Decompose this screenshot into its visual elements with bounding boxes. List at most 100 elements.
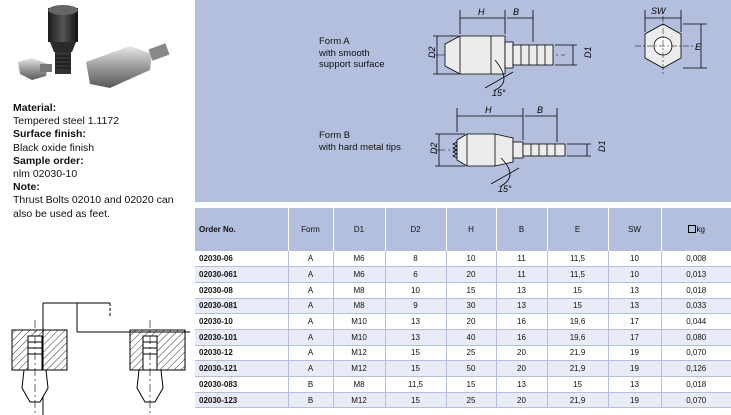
dim-d2-label: D2 — [427, 46, 437, 58]
table-cell: 10 — [608, 251, 662, 268]
dim-e-label: E — [695, 42, 702, 52]
dim-b-label-b: B — [537, 105, 543, 115]
table-cell: 0,126 — [661, 360, 731, 377]
header-weight-label: kg — [696, 225, 705, 234]
table-cell: 0,070 — [661, 392, 731, 409]
table-cell: 02030-083 — [195, 376, 289, 393]
table-cell: 02030-08 — [195, 282, 289, 299]
spec-value: Tempered steel 1.1172 — [13, 115, 120, 128]
table-cell: M8 — [333, 282, 386, 299]
table-cell: M10 — [333, 329, 386, 346]
dim-h-label: H — [478, 7, 485, 17]
table-cell: 02030-121 — [195, 360, 289, 377]
header-d2: D2 — [385, 208, 447, 251]
table-cell: 0,080 — [661, 329, 731, 346]
table-header-row: Order No. Form D1 D2 H B E SW kg — [195, 208, 731, 251]
table-cell: 0,018 — [661, 282, 731, 299]
product-photo — [18, 5, 170, 88]
specifications: Material: Tempered steel 1.1172 Surface … — [13, 102, 191, 221]
table-cell: A — [288, 329, 334, 346]
table-cell: 11 — [496, 266, 548, 283]
header-h: H — [446, 208, 497, 251]
table-cell: 13 — [608, 376, 662, 393]
table-cell: 30 — [446, 298, 497, 315]
table-cell: A — [288, 251, 334, 268]
installation-drawing — [11, 302, 190, 415]
angle-label-b: 15° — [498, 184, 512, 194]
table-cell: 02030-12 — [195, 345, 289, 362]
table-cell: 15 — [385, 360, 447, 377]
angle-label: 15° — [492, 88, 506, 98]
table-cell: 13 — [496, 298, 548, 315]
table-cell: 0,070 — [661, 345, 731, 362]
table-cell: 0,013 — [661, 266, 731, 283]
table-cell: A — [288, 313, 334, 330]
spec-value: Black oxide finish — [13, 141, 95, 154]
form-b-label: Form B with hard metal tips — [319, 130, 401, 153]
form-a-label: Form A with smooth support surface — [319, 36, 385, 70]
header-weight: kg — [661, 208, 731, 251]
header-order-no: Order No. — [195, 208, 289, 251]
dim-sw-label: SW — [651, 6, 667, 16]
header-b: B — [496, 208, 548, 251]
table-cell: 21,9 — [547, 392, 609, 409]
table-cell: 13 — [385, 329, 447, 346]
table-cell: 19 — [608, 360, 662, 377]
table-cell: 16 — [496, 329, 548, 346]
left-column: Material: Tempered steel 1.1172 Surface … — [0, 0, 190, 415]
table-cell: M8 — [333, 298, 386, 315]
spec-sample-order: Sample order: nlm 02030-10 — [13, 155, 191, 181]
spec-surface-finish: Surface finish: Black oxide finish — [13, 128, 191, 154]
table-cell: 13 — [496, 282, 548, 299]
table-cell: 11,5 — [547, 251, 609, 268]
table-cell: 0,044 — [661, 313, 731, 330]
spec-label: Note: — [13, 181, 40, 194]
table-cell: B — [288, 392, 334, 409]
dim-h-label-b: H — [485, 105, 492, 115]
table-cell: 15 — [446, 376, 497, 393]
table-cell: 02030-10 — [195, 313, 289, 330]
table-cell: 20 — [446, 266, 497, 283]
table-cell: M10 — [333, 313, 386, 330]
order-table-container: Order No. Form D1 D2 H B E SW kg 02030-0… — [195, 208, 731, 415]
table-cell: 02030-061 — [195, 266, 289, 283]
table-cell: M8 — [333, 376, 386, 393]
table-cell: 15 — [385, 392, 447, 409]
table-cell: 19,6 — [547, 313, 609, 330]
table-cell: 19,6 — [547, 329, 609, 346]
table-cell: 9 — [385, 298, 447, 315]
table-cell: 0,008 — [661, 251, 731, 268]
table-cell: B — [288, 376, 334, 393]
table-cell: M12 — [333, 392, 386, 409]
table-cell: 11,5 — [385, 376, 447, 393]
table-cell: 13 — [385, 313, 447, 330]
spec-note: Note: Thrust Bolts 02010 and 02020 can a… — [13, 181, 191, 221]
table-cell: 21,9 — [547, 360, 609, 377]
table-cell: 25 — [446, 392, 497, 409]
table-cell: A — [288, 266, 334, 283]
header-sw: SW — [608, 208, 662, 251]
dim-d1-label: D1 — [583, 46, 593, 58]
table-cell: 21,9 — [547, 345, 609, 362]
spec-label: Sample order: — [13, 154, 84, 167]
table-cell: A — [288, 345, 334, 362]
table-cell: 15 — [446, 282, 497, 299]
table-cell: 25 — [446, 345, 497, 362]
table-cell: 11 — [496, 251, 548, 268]
dim-d2-label-b: D2 — [429, 142, 439, 154]
table-cell: 15 — [385, 345, 447, 362]
table-cell: A — [288, 298, 334, 315]
table-cell: M6 — [333, 266, 386, 283]
table-cell: 10 — [608, 266, 662, 283]
table-cell: 13 — [608, 282, 662, 299]
spec-label: Surface finish: — [13, 128, 86, 141]
table-cell: 11,5 — [547, 266, 609, 283]
dim-b-label: B — [513, 7, 519, 17]
table-cell: 02030-06 — [195, 251, 289, 268]
